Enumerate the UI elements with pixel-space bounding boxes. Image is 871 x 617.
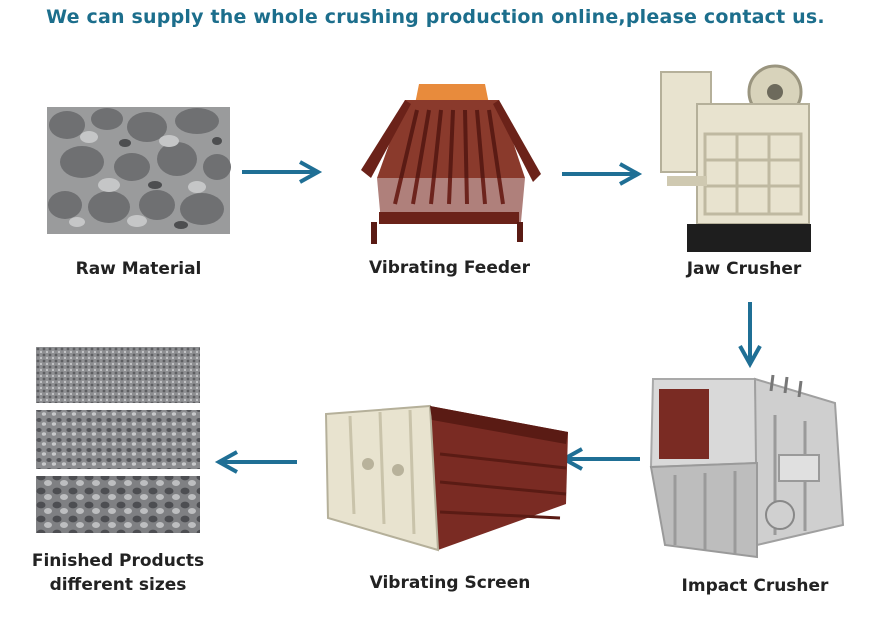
- step-label: Finished Products different sizes: [18, 549, 218, 597]
- arrow-right-icon: [242, 160, 323, 184]
- impact-crusher-icon: [649, 374, 845, 559]
- step-label: Vibrating Screen: [369, 573, 531, 593]
- headline: We can supply the whole crushing product…: [46, 6, 825, 28]
- step-label: Impact Crusher: [681, 576, 829, 596]
- step-label-line1: Finished Products: [31, 551, 205, 571]
- arrow-right-icon: [562, 162, 643, 186]
- vibrating-screen-icon: [324, 404, 568, 552]
- arrow-left-icon: [214, 450, 297, 474]
- rock-pile-icon: [47, 107, 231, 234]
- gravel-samples-icon: [36, 347, 200, 533]
- jaw-crusher-icon: [660, 64, 811, 252]
- arrow-down-icon: [738, 302, 762, 369]
- arrow-left-icon: [559, 447, 640, 471]
- step-label: Raw Material: [75, 259, 202, 279]
- step-label: Jaw Crusher: [686, 259, 802, 279]
- vibrating-feeder-icon: [361, 84, 541, 244]
- step-label-line2: different sizes: [49, 575, 187, 595]
- step-label: Vibrating Feeder: [369, 258, 530, 278]
